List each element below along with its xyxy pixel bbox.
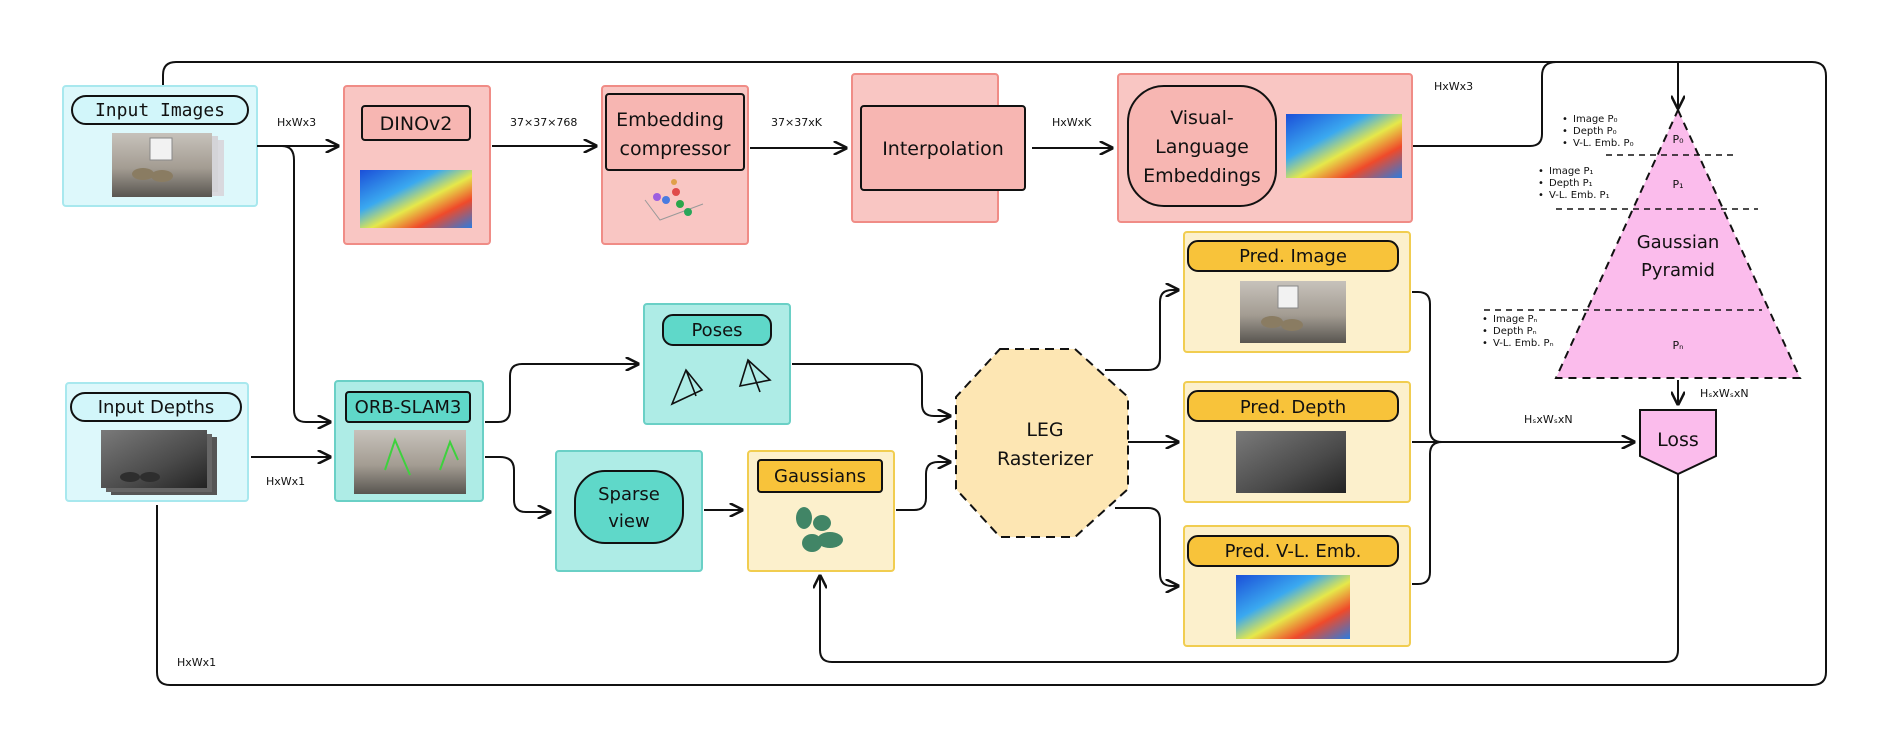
svg-text:•: • [1562,114,1568,125]
poses-label: Poses [691,320,742,341]
svg-text:•: • [1482,338,1488,349]
cluster-plot-icon [644,179,704,221]
pred-depth-node: Pred. Depth [1183,381,1411,503]
compressor-label-line1: Embedding [616,109,724,131]
svg-text:V-L. Emb. P₀: V-L. Emb. P₀ [1573,138,1634,149]
pyramid-bullets-1: • Image P₁ • Depth P₁ • V-L. Emb. P₁ [1538,166,1610,201]
leg-label-line1: LEG [1026,419,1063,441]
label-dino-out: 37×37×768 [510,116,577,129]
svg-text:V-L. Emb. P₁: V-L. Emb. P₁ [1549,190,1610,201]
sparse-view-node: Sparse view [555,450,703,572]
dinov2-label: DINOv2 [380,113,453,135]
loss-label: Loss [1657,429,1699,451]
input-depths-label: Input Depths [98,397,215,418]
vle-label-line3: Embeddings [1143,165,1261,187]
svg-text:•: • [1538,190,1544,201]
pyramid-level-1: P₁ [1672,178,1683,191]
gaussians-label: Gaussians [774,466,866,487]
input-images-node: Input Images [62,85,258,207]
gaussian-pyramid: P₀ P₁ Gaussian Pyramid Pₙ [1484,107,1802,379]
svg-text:•: • [1538,166,1544,177]
leg-rasterizer-node: LEG Rasterizer [955,348,1129,538]
vl-embeddings-node: Visual- Language Embeddings [1117,73,1413,223]
depth-image-thumbnail [101,430,217,495]
pred-vle-heatmap [1236,575,1350,639]
sparse-label-line1: Sparse [598,484,660,505]
label-img-hxw3: HxWx3 [277,116,316,129]
gaussians-node: Gaussians [747,450,895,572]
svg-text:Depth P₁: Depth P₁ [1549,178,1593,189]
pyramid-level-0: P₀ [1672,133,1684,146]
pred-image-node: Pred. Image [1183,231,1411,353]
pred-depth-label: Pred. Depth [1240,397,1346,418]
pred-vle-label: Pred. V-L. Emb. [1225,541,1362,562]
dinov2-node: DINOv2 [343,85,491,245]
connectors [251,61,1678,663]
svg-text:•: • [1562,138,1568,149]
edge-labels: HxWx3 37×37×768 37×37xK HxWxK HxWx3 HxWx… [177,80,1749,669]
loss-node: Loss [1639,409,1717,476]
poses-node: Poses [643,303,791,425]
compressor-label-line2: compressor [620,138,731,160]
leg-label-line2: Rasterizer [997,448,1093,470]
pred-image-label: Pred. Image [1239,246,1347,267]
label-bottom-hxw1: HxWx1 [177,656,216,669]
pyramid-bullets-0: • Image P₀ • Depth P₀ • V-L. Emb. P₀ [1562,114,1634,149]
orb-slam3-label: ORB-SLAM3 [355,397,462,418]
gaussian-blobs-icon [796,507,843,552]
label-loss-top: HₛxWₛxN [1700,387,1749,400]
vle-heatmap [1286,114,1402,178]
input-depths-node: Input Depths [65,382,249,502]
vle-label-line2: Language [1155,136,1249,158]
pred-depth-image [1236,431,1346,493]
label-loss-in: HₛxWₛxN [1524,413,1573,426]
interpolation-node: Interpolation [851,73,1026,223]
room-image-thumbnail [112,133,224,197]
dino-heatmap [360,170,472,228]
label-depth-hxw1: HxWx1 [266,475,305,488]
outer-loop-line [156,61,1827,686]
pyramid-level-n: Pₙ [1672,339,1683,352]
label-top-hxw3: HxWx3 [1434,80,1473,93]
pred-vle-node: Pred. V-L. Emb. [1183,525,1411,647]
embedding-compressor-node: Embedding compressor [601,85,749,245]
label-interp-out: HxWxK [1052,116,1092,129]
svg-text:Image P₁: Image P₁ [1549,166,1594,177]
interpolation-label: Interpolation [882,138,1004,160]
pred-room-image [1240,281,1346,343]
svg-text:•: • [1482,314,1488,325]
pyramid-title-line1: Gaussian [1637,232,1720,253]
svg-text:Image P₀: Image P₀ [1573,114,1618,125]
svg-text:•: • [1538,178,1544,189]
camera-frustum-icon [670,358,772,406]
input-images-label: Input Images [95,100,225,121]
pyramid-title-line2: Pyramid [1641,260,1715,281]
svg-text:Depth P₀: Depth P₀ [1573,126,1617,137]
orb-slam3-node: ORB-SLAM3 [334,380,484,502]
svg-text:V-L. Emb. Pₙ: V-L. Emb. Pₙ [1493,338,1554,349]
slam-image [354,430,466,494]
pyramid-bullets-n: • Image Pₙ • Depth Pₙ • V-L. Emb. Pₙ [1482,314,1554,349]
svg-text:•: • [1482,326,1488,337]
svg-text:Image Pₙ: Image Pₙ [1493,314,1538,325]
svg-text:•: • [1562,126,1568,137]
label-comp-out: 37×37xK [771,116,823,129]
svg-text:Depth Pₙ: Depth Pₙ [1493,326,1537,337]
sparse-label-line2: view [608,511,649,532]
vle-label-line1: Visual- [1170,107,1234,129]
